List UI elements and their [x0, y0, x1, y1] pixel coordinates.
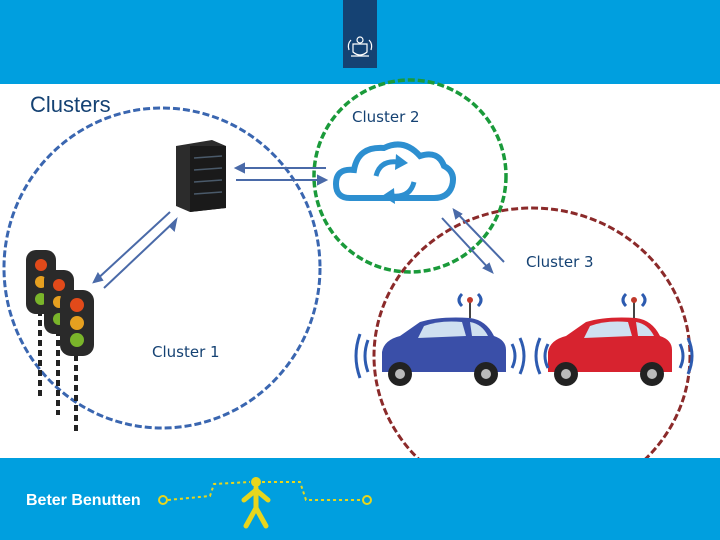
cluster-2-circle — [312, 78, 508, 274]
red-car-icon — [548, 297, 672, 386]
cluster-2-label: Cluster 2 — [352, 108, 420, 126]
traffic-light-icon — [26, 250, 94, 432]
slide-title: Clusters — [30, 92, 111, 117]
footer-brand-text: Beter Benutten — [26, 492, 141, 509]
server-icon — [176, 140, 226, 212]
pedestrian-icon — [241, 477, 271, 529]
footer-graphic — [158, 477, 372, 529]
cluster-3-label: Cluster 3 — [526, 253, 594, 271]
coat-of-arms-icon — [343, 0, 377, 68]
signal-waves — [354, 292, 694, 379]
connection-arrows — [92, 162, 505, 289]
cluster-1-circle — [2, 106, 322, 430]
cluster-1-label: Cluster 1 — [152, 343, 220, 361]
blue-car-icon — [382, 297, 506, 386]
cloud-sync-icon — [332, 141, 456, 204]
